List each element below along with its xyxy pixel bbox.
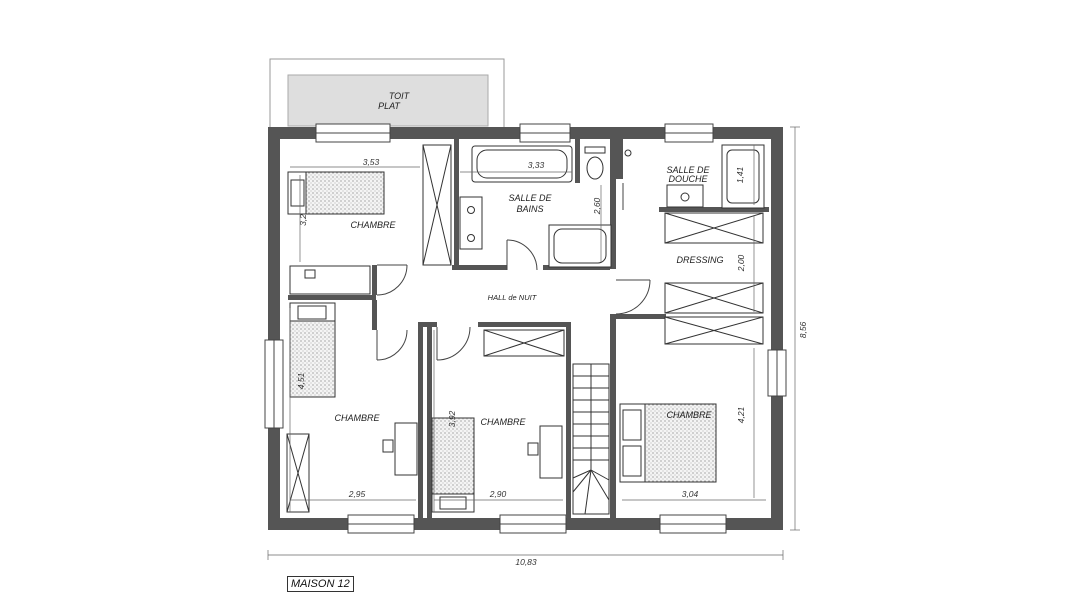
- windows: [264, 123, 787, 534]
- dim-bedroom-nw-depth: 3,2: [298, 214, 308, 226]
- dim-bedroom-sw-width: 2,95: [348, 489, 366, 499]
- door-swings: [376, 183, 651, 361]
- shower-room-label-2: DOUCHE: [668, 174, 708, 184]
- dim-bedroom-s-width: 2,90: [489, 489, 507, 499]
- bedroom-se-label: CHAMBRE: [666, 410, 712, 420]
- wardrobes: [286, 144, 764, 513]
- bedroom-s-label: CHAMBRE: [480, 417, 526, 427]
- roof-label-2: PLAT: [378, 101, 401, 111]
- bathroom-label-2: BAINS: [516, 204, 543, 214]
- bathroom-fixtures: [459, 144, 765, 268]
- plan-title: MAISON 12: [287, 576, 354, 592]
- dim-total-width: 10,83: [515, 557, 537, 567]
- roof-label-1: TOIT: [389, 91, 411, 101]
- dim-shower-depth: 1,41: [735, 166, 745, 183]
- dim-bedroom-nw-width: 3,53: [363, 157, 380, 167]
- bedroom-nw-label: CHAMBRE: [350, 220, 396, 230]
- dim-bedroom-se-depth: 4,21: [736, 406, 746, 423]
- dim-dressing-depth: 2,00: [736, 254, 746, 272]
- staircase: [572, 363, 610, 515]
- dimension-lines: [267, 126, 800, 560]
- dim-bedroom-se-width: 3,04: [682, 489, 699, 499]
- dim-bedroom-sw-depth: 4,51: [296, 372, 306, 389]
- bedroom-sw-label: CHAMBRE: [334, 413, 380, 423]
- desks: [289, 265, 563, 479]
- dim-bath-width: 3,33: [528, 160, 545, 170]
- flat-roof: [269, 58, 505, 130]
- dim-total-depth: 8,56: [798, 321, 808, 338]
- beds: [287, 171, 717, 513]
- dressing-label: DRESSING: [676, 255, 723, 265]
- dim-bath-depth: 2,60: [592, 197, 602, 215]
- bathroom-label-1: SALLE DE: [508, 193, 552, 203]
- shower-room-label-1: SALLE DE: [666, 165, 710, 175]
- hall-label: HALL de NUIT: [488, 293, 538, 302]
- dim-bedroom-s-depth: 3,92: [447, 410, 457, 427]
